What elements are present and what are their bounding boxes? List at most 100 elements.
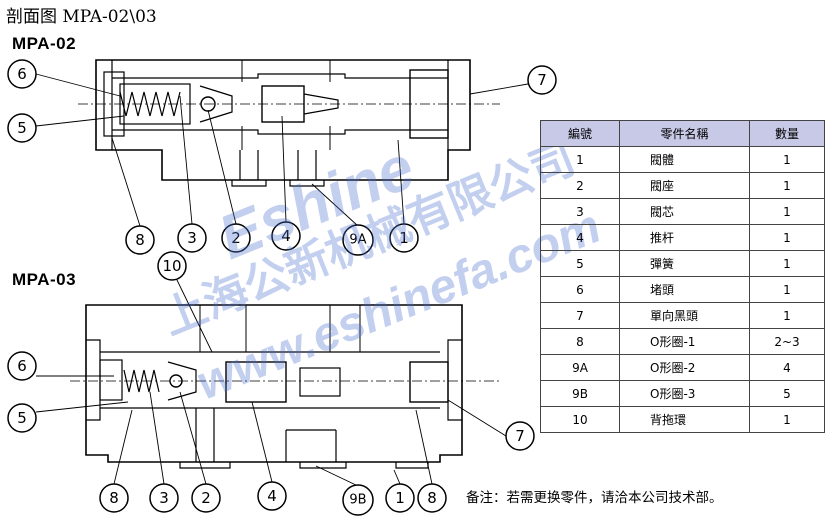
part-name: 閥芯 xyxy=(619,198,750,225)
part-number: 10 xyxy=(540,406,620,433)
mpa-03-plug-cavity xyxy=(99,359,123,401)
mpa-03-leaders xyxy=(35,277,507,487)
callout-2: 2 xyxy=(221,223,251,253)
callout-1: 1 xyxy=(385,483,415,513)
callout-5: 5 xyxy=(7,113,37,143)
callout-8-right: 8 xyxy=(417,483,447,513)
svg-text:2: 2 xyxy=(201,489,211,507)
part-qty: 1 xyxy=(749,250,825,277)
part-name: 單向黑頭 xyxy=(619,302,750,329)
part-name: O形圈-2 xyxy=(619,354,750,381)
svg-text:2: 2 xyxy=(231,229,241,247)
header-part-name: 零件名稱 xyxy=(619,120,750,147)
header-number: 編號 xyxy=(540,120,620,147)
part-number: 4 xyxy=(540,224,620,251)
part-number: 9B xyxy=(540,380,620,407)
mpa-03-spring xyxy=(123,369,160,393)
footnote: 备注：若需更换零件，请洽本公司技术部。 xyxy=(466,490,723,506)
mpa-03-body-outline xyxy=(85,304,463,463)
header-quantity: 數量 xyxy=(749,120,825,147)
page-title: 剖面图 MPA-02\03 xyxy=(6,7,157,27)
part-qty: 1 xyxy=(749,198,825,225)
part-number: 2 xyxy=(540,172,620,199)
svg-text:8: 8 xyxy=(135,231,145,249)
svg-text:5: 5 xyxy=(17,409,27,427)
part-name: 推杆 xyxy=(619,224,750,251)
mpa-02-spring xyxy=(119,91,181,117)
mpa-03-drawing xyxy=(70,304,500,469)
part-qty: 1 xyxy=(749,302,825,329)
part-name: O形圈-3 xyxy=(619,380,750,407)
callout-4: 4 xyxy=(271,221,301,251)
mpa-02-bore xyxy=(112,73,448,135)
part-qty: 1 xyxy=(749,224,825,251)
part-number: 5 xyxy=(540,250,620,277)
part-number: 7 xyxy=(540,302,620,329)
part-name: 閥體 xyxy=(619,146,750,173)
callout-5: 5 xyxy=(7,403,37,433)
callout-3: 3 xyxy=(149,483,179,513)
callout-8: 8 xyxy=(125,225,155,255)
svg-text:4: 4 xyxy=(267,487,277,505)
svg-text:8: 8 xyxy=(109,489,119,507)
svg-text:6: 6 xyxy=(17,65,27,83)
model-label-mpa-02: MPA-02 xyxy=(12,34,77,53)
callout-10: 10 xyxy=(157,251,187,281)
svg-text:7: 7 xyxy=(515,427,525,445)
svg-text:6: 6 xyxy=(17,357,27,375)
callout-1: 1 xyxy=(389,223,419,253)
part-qty: 4 xyxy=(749,354,825,381)
part-name: 閥座 xyxy=(619,172,750,199)
mpa-03-bore xyxy=(100,351,440,409)
svg-text:9B: 9B xyxy=(349,493,366,508)
svg-text:5: 5 xyxy=(17,119,27,137)
callout-7: 7 xyxy=(505,421,535,451)
mpa-02-drawing xyxy=(78,59,500,187)
svg-text:3: 3 xyxy=(187,229,197,247)
svg-text:7: 7 xyxy=(537,71,547,89)
part-name: 背拖環 xyxy=(619,406,750,433)
svg-text:10: 10 xyxy=(162,257,181,275)
part-name: 彈簧 xyxy=(619,250,750,277)
model-label-mpa-03: MPA-03 xyxy=(12,270,77,289)
svg-text:1: 1 xyxy=(399,229,409,247)
part-qty: 1 xyxy=(749,172,825,199)
svg-text:4: 4 xyxy=(281,227,291,245)
part-name: O形圈-1 xyxy=(619,328,750,355)
callout-6: 6 xyxy=(7,59,37,89)
mpa-02-ports xyxy=(239,150,317,180)
callout-6: 6 xyxy=(7,351,37,381)
part-number: 3 xyxy=(540,198,620,225)
part-qty: 1 xyxy=(749,276,825,303)
part-number: 9A xyxy=(540,354,620,381)
svg-text:1: 1 xyxy=(395,489,405,507)
part-number: 8 xyxy=(540,328,620,355)
part-qty: 1 xyxy=(749,406,825,433)
callout-3: 3 xyxy=(177,223,207,253)
mpa-03-check-head xyxy=(409,361,449,403)
part-qty: 1 xyxy=(749,146,825,173)
parts-table-header: 編號 零件名稱 數量 xyxy=(540,120,825,147)
callout-8: 8 xyxy=(99,483,129,513)
part-number: 1 xyxy=(540,146,620,173)
callout-2: 2 xyxy=(191,483,221,513)
callout-7: 7 xyxy=(527,65,557,95)
callout-4: 4 xyxy=(257,481,287,511)
callout-9a: 9A xyxy=(342,224,374,256)
part-qty: 2~3 xyxy=(749,328,825,355)
part-name: 堵頭 xyxy=(619,276,750,303)
part-number: 6 xyxy=(540,276,620,303)
